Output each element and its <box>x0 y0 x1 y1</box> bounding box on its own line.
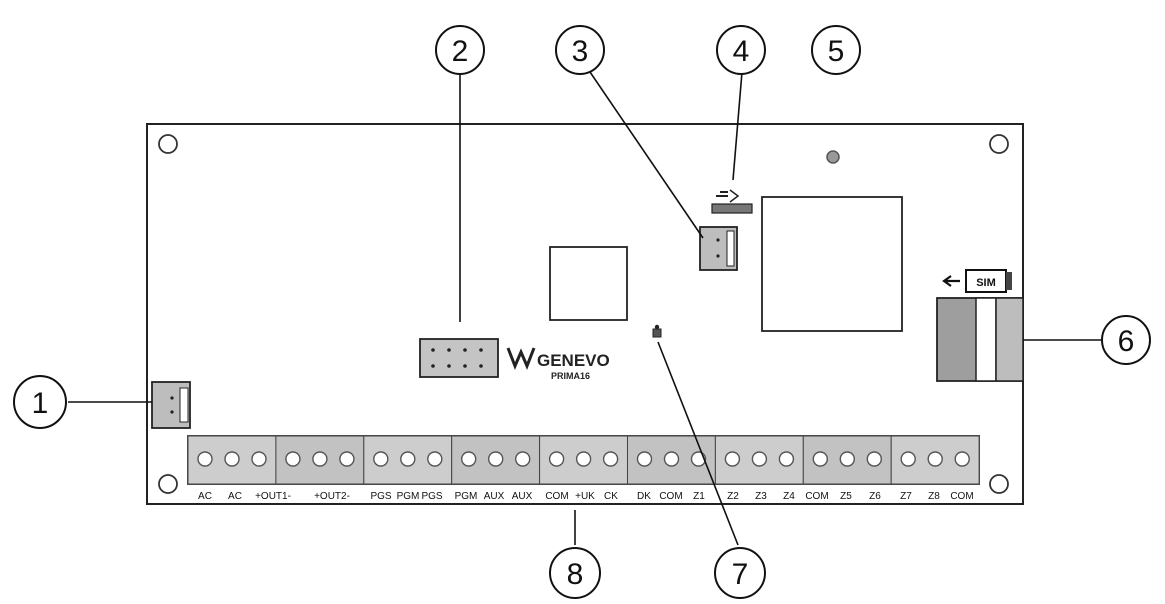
callout-8-number: 8 <box>567 558 584 591</box>
terminal-screw <box>197 451 213 467</box>
terminal-label: AUX <box>484 491 505 502</box>
terminal-label: Z4 <box>783 491 795 502</box>
terminal-label: PGM <box>397 491 420 502</box>
terminal-screw <box>285 451 301 467</box>
callout-6: 6 <box>1101 315 1151 365</box>
terminal-screw <box>548 451 565 467</box>
logo-mark-icon <box>506 347 536 370</box>
terminal-screw <box>724 451 741 467</box>
terminal-label: PGM <box>455 491 478 502</box>
callout-5-number: 5 <box>828 35 845 68</box>
logo-text: GENEVO <box>537 351 610 370</box>
callout-4: 4 <box>716 25 766 75</box>
terminal-label: +UK <box>575 491 595 502</box>
terminal-screw <box>636 451 653 467</box>
terminal-screw <box>339 451 355 467</box>
connector-3 <box>699 226 738 271</box>
terminal-label: DK <box>637 491 651 502</box>
terminal-screw <box>224 451 240 467</box>
terminal-screw <box>602 451 619 467</box>
terminal-label: COM <box>950 491 973 502</box>
arrow-left-icon <box>942 275 960 287</box>
terminal-screw <box>778 451 795 467</box>
terminal-label: Z7 <box>900 491 912 502</box>
terminal-screw <box>663 451 680 467</box>
terminal-label: +OUT2- <box>314 491 350 502</box>
sim-slot-6 <box>936 297 1024 382</box>
terminal-label: Z8 <box>928 491 940 502</box>
terminal-label: Z5 <box>840 491 852 502</box>
leader-line-7 <box>657 341 739 546</box>
terminal-label: COM <box>805 491 828 502</box>
terminal-screw <box>927 451 943 467</box>
terminal-label: COM <box>545 491 568 502</box>
terminal-screw <box>373 451 389 467</box>
main-chip <box>761 196 903 332</box>
mounting-hole <box>158 134 178 154</box>
terminal-screw <box>900 451 916 467</box>
small-chip <box>549 246 628 321</box>
brand-logo: GENEVO PRIMA16 <box>506 347 610 381</box>
terminal-screw <box>751 451 768 467</box>
callouts: 1 2 3 4 5 6 7 8 <box>13 25 1151 599</box>
status-led <box>826 150 840 164</box>
leader-line-3 <box>589 71 704 239</box>
callout-2-number: 2 <box>452 35 469 68</box>
callout-5: 5 <box>811 25 861 75</box>
mounting-hole <box>989 134 1009 154</box>
terminal-screw <box>575 451 592 467</box>
mounting-hole <box>989 474 1009 494</box>
terminal-screw <box>954 451 970 467</box>
terminal-screw <box>461 451 477 467</box>
terminal-label: Z1 <box>693 491 705 502</box>
mounting-holes <box>158 134 1009 494</box>
terminal-screw <box>312 451 328 467</box>
sim-label-group: SIM <box>942 269 1012 293</box>
terminal-label: Z2 <box>727 491 739 502</box>
terminal-screw <box>251 451 267 467</box>
terminal-screw <box>866 451 882 467</box>
sim-label: SIM <box>976 277 996 289</box>
callout-8: 8 <box>549 547 601 599</box>
callout-2: 2 <box>435 25 485 75</box>
callout-1: 1 <box>13 375 67 429</box>
terminal-screw <box>515 451 531 467</box>
leader-line-4 <box>732 71 743 181</box>
callout-3: 3 <box>555 25 605 75</box>
terminal-label: CK <box>604 491 618 502</box>
terminal-screw <box>400 451 416 467</box>
terminal-screws <box>197 451 970 467</box>
terminal-label: PGS <box>421 491 442 502</box>
mounting-hole <box>158 474 178 494</box>
terminal-label: +OUT1- <box>255 491 291 502</box>
terminal-screw <box>488 451 504 467</box>
terminal-label: AC <box>198 491 212 502</box>
callout-4-number: 4 <box>733 35 750 68</box>
terminal-label: Z6 <box>869 491 881 502</box>
callout-6-number: 6 <box>1118 325 1135 358</box>
pin-header-2 <box>419 338 499 378</box>
callout-3-number: 3 <box>572 35 589 68</box>
logo-subtext: PRIMA16 <box>551 371 590 381</box>
callout-7-number: 7 <box>732 558 749 591</box>
callout-7: 7 <box>714 547 766 599</box>
terminal-label: COM <box>659 491 682 502</box>
terminal-label: AC <box>228 491 242 502</box>
terminal-label: PGS <box>370 491 391 502</box>
terminal-label: Z3 <box>755 491 767 502</box>
terminal-screw <box>427 451 443 467</box>
terminal-screw <box>812 451 828 467</box>
terminal-screw <box>839 451 855 467</box>
terminal-label: AUX <box>512 491 533 502</box>
callout-1-number: 1 <box>32 387 49 420</box>
leader-lines <box>68 71 1102 546</box>
component-7 <box>652 324 662 338</box>
jumper-4 <box>711 189 753 214</box>
connector-1 <box>151 381 191 429</box>
